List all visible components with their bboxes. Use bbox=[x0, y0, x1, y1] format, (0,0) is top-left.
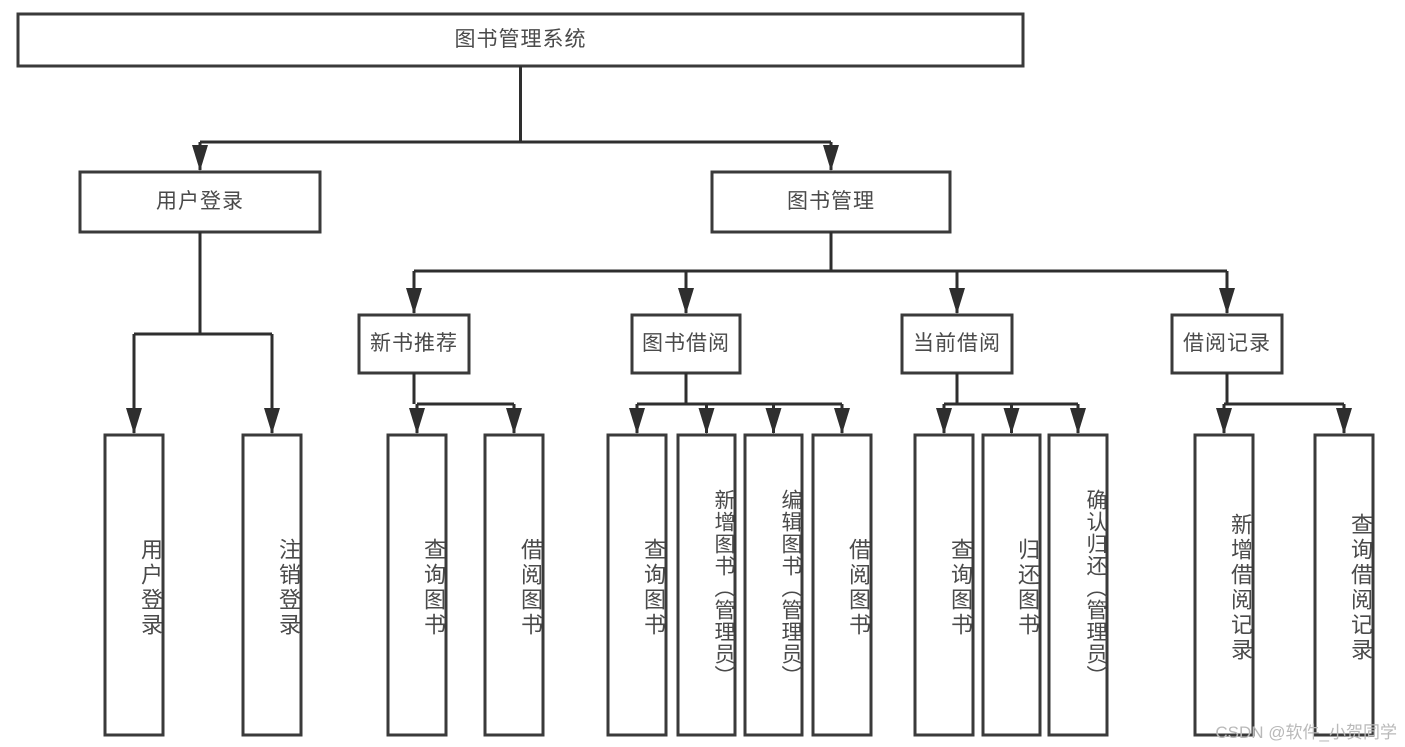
arrow-head-icon bbox=[264, 408, 280, 434]
arrow-head-icon bbox=[1336, 408, 1352, 434]
csdn-watermark: CSDN @软件_小贺同学 bbox=[1215, 723, 1397, 742]
arrow-head-icon bbox=[1216, 408, 1232, 434]
arrow-head-icon bbox=[409, 408, 425, 434]
node-box-leaf-return-book bbox=[981, 433, 1042, 737]
arrow-head-icon bbox=[126, 408, 142, 434]
node-box-leaf-add-record bbox=[1193, 433, 1255, 737]
node-box-leaf-logout bbox=[241, 433, 303, 737]
arrow-head-icon bbox=[1003, 408, 1020, 434]
node-box-leaf-query-record bbox=[1313, 433, 1375, 737]
arrow-head-icon bbox=[949, 288, 965, 314]
node-box-new-book-recommend bbox=[357, 313, 471, 375]
node-box-leaf-add-book bbox=[676, 433, 737, 737]
node-box-root bbox=[16, 12, 1025, 68]
node-box-borrow-record bbox=[1170, 313, 1284, 375]
arrow-head-icon bbox=[936, 408, 952, 434]
node-box-user-login bbox=[78, 170, 322, 234]
arrow-head-icon bbox=[506, 408, 522, 434]
connector-lines bbox=[126, 66, 1352, 434]
node-boxes bbox=[16, 12, 1375, 737]
arrow-head-icon bbox=[823, 145, 839, 171]
node-box-leaf-confirm-return bbox=[1047, 433, 1109, 737]
node-box-leaf-query-book-3 bbox=[913, 433, 975, 737]
arrow-head-icon bbox=[192, 145, 208, 171]
node-box-leaf-query-book-1 bbox=[386, 433, 448, 737]
arrow-head-icon bbox=[765, 408, 782, 434]
arrow-head-icon bbox=[678, 288, 694, 314]
node-box-current-borrow bbox=[900, 313, 1014, 375]
arrow-head-icon bbox=[1219, 288, 1235, 314]
node-box-leaf-edit-book bbox=[743, 433, 804, 737]
node-box-book-manage bbox=[710, 170, 952, 234]
node-box-leaf-borrow-book-1 bbox=[483, 433, 545, 737]
arrow-head-icon bbox=[1070, 408, 1086, 434]
node-box-book-borrow bbox=[630, 313, 742, 375]
arrow-head-icon bbox=[629, 408, 645, 434]
node-box-leaf-user-login bbox=[103, 433, 165, 737]
node-box-leaf-borrow-book-2 bbox=[811, 433, 873, 737]
arrow-head-icon bbox=[406, 288, 422, 314]
node-box-leaf-query-book-2 bbox=[606, 433, 668, 737]
arrow-head-icon bbox=[698, 408, 715, 434]
arrow-head-icon bbox=[834, 408, 850, 434]
